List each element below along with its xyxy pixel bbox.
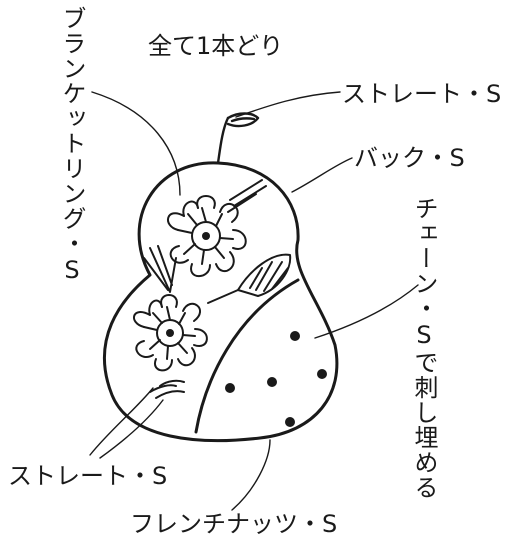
stem [216,112,260,165]
bud-right [207,253,292,304]
label-straight-top: ストレート・S [342,80,502,108]
label-blanket-ring: ブランケットリング・S [58,6,86,285]
lower-flower-center [166,329,174,337]
lower-flower [133,294,208,372]
leader-french-knots [231,439,271,511]
label-straight-bottom: ストレート・S [8,462,168,490]
leader-straight-bottom-2 [99,399,164,459]
leaf-upper-right [227,179,267,213]
leader-back [291,157,353,193]
upper-flower-center [202,232,210,240]
pear-outline [102,161,339,443]
leader-straight-bottom-1 [89,387,154,456]
label-french-knots: フレンチナッツ・S [130,510,338,538]
chain-region-border [194,278,300,434]
label-back: バック・S [354,144,465,172]
straight-stitches-bottom [149,379,185,399]
leader-blanket-ring [91,91,181,196]
label-chain-fill: チェーン・Sで刺し埋める [410,196,438,500]
label-all-one-strand: 全て1本どり [148,32,284,60]
french-knots [225,331,327,427]
v-strokes [143,245,177,293]
